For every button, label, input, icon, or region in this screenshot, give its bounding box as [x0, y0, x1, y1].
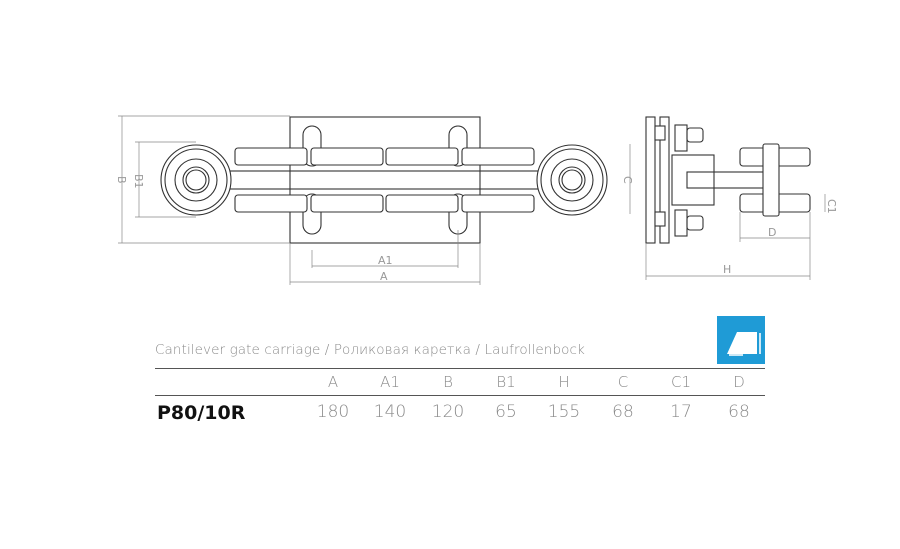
- row-rule: [155, 395, 765, 396]
- gate-profile-badge: [717, 316, 765, 364]
- col-header-c: C: [617, 373, 629, 391]
- product-caption: Cantilever gate carriage / Роликовая кар…: [155, 342, 585, 358]
- col-header-c1: C1: [670, 373, 692, 391]
- dim-label-h: H: [723, 263, 731, 276]
- dim-label-d: D: [768, 226, 776, 239]
- dim-label-c1: C1: [825, 199, 838, 214]
- col-header-a: A: [327, 373, 339, 391]
- technical-drawing: A1 A H D B B1 C C1: [115, 115, 838, 285]
- model-name: P80/10R: [157, 402, 246, 424]
- col-header-d: D: [733, 373, 745, 391]
- value-h: 155: [547, 402, 581, 422]
- value-a: 180: [316, 402, 350, 422]
- col-header-b: B: [443, 373, 453, 391]
- dim-label-b1: B1: [132, 174, 145, 189]
- value-d: 68: [728, 402, 750, 422]
- col-header-b1: B1: [496, 373, 516, 391]
- value-c: 68: [612, 402, 634, 422]
- col-header-h: H: [558, 373, 570, 391]
- dim-label-a1: A1: [378, 254, 393, 267]
- value-a1: 140: [373, 402, 407, 422]
- col-header-a1: A1: [380, 373, 400, 391]
- gate-profile-icon: [727, 332, 761, 356]
- dim-label-c: C: [621, 176, 634, 184]
- dim-label-a: A: [380, 270, 388, 283]
- value-c1: 17: [670, 402, 692, 422]
- dim-label-b: B: [115, 176, 128, 184]
- header-rule: [155, 368, 765, 369]
- value-b1: 65: [495, 402, 517, 422]
- value-b: 120: [431, 402, 465, 422]
